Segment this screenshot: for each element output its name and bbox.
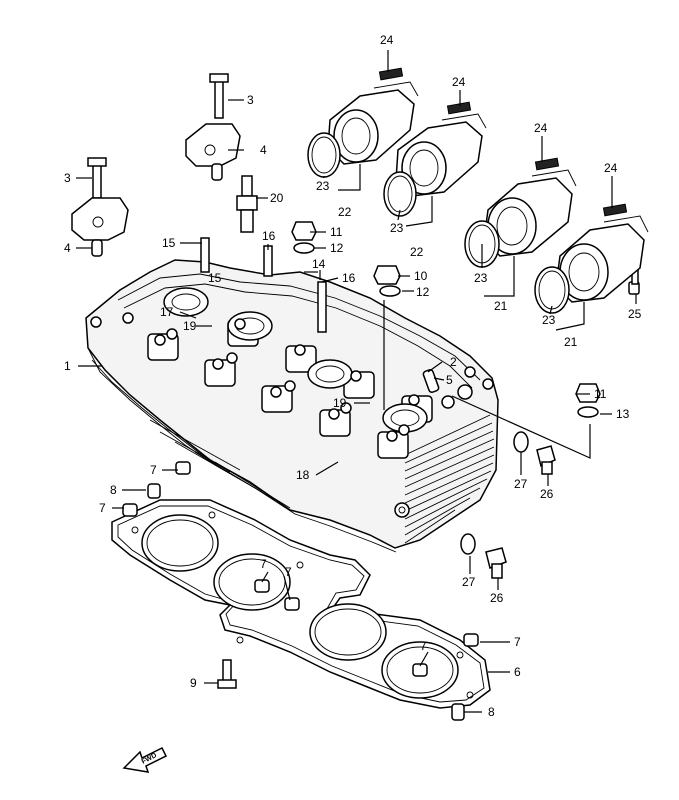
dowel-pins: [122, 461, 479, 721]
callout-11: 11: [594, 387, 607, 401]
callout-7: 7: [285, 565, 292, 579]
stud-16b: [317, 281, 327, 333]
stud-15: [200, 237, 210, 273]
intake-pipe-4: [534, 203, 649, 314]
callout-21: 21: [494, 299, 508, 313]
callout-7: 7: [150, 463, 157, 477]
callout-14: 14: [312, 257, 326, 271]
head-bolts: [90, 312, 494, 442]
callout-26: 26: [490, 591, 504, 605]
callout-3: 3: [64, 171, 71, 185]
callout-10: 10: [414, 269, 428, 283]
callout-1: 1: [64, 359, 71, 373]
leader-lines: [76, 50, 637, 713]
callout-15: 15: [162, 236, 176, 250]
cap-nut-10: [373, 265, 401, 297]
callout-24: 24: [534, 121, 548, 135]
head-gasket: [111, 499, 491, 709]
callout-7: 7: [99, 501, 106, 515]
callout-4: 4: [64, 241, 71, 255]
screw-25: [628, 269, 640, 295]
callout-6: 6: [514, 665, 521, 679]
callout-19: 19: [333, 396, 347, 410]
callout-4: 4: [260, 143, 267, 157]
callout-7: 7: [420, 639, 427, 653]
intake-ports: [394, 384, 473, 518]
callout-20: 20: [270, 191, 284, 205]
callout-22: 22: [338, 205, 352, 219]
callout-23: 23: [390, 221, 404, 235]
callout-9: 9: [190, 676, 197, 690]
bolt-9: [217, 659, 237, 689]
intake-pipe-2: [383, 101, 487, 217]
plug-wells: [163, 287, 428, 433]
callout-8: 8: [110, 483, 117, 497]
callout-16: 16: [262, 229, 276, 243]
callout-15: 15: [208, 271, 222, 285]
callout-13: 13: [616, 407, 630, 421]
plug-26-upper: [513, 431, 556, 475]
callout-12: 12: [416, 285, 430, 299]
callout-23: 23: [316, 179, 330, 193]
plug-26-lower: [460, 533, 507, 579]
callout-2: 2: [450, 355, 457, 369]
callout-24: 24: [604, 161, 618, 175]
callout-3: 3: [247, 93, 254, 107]
callout-19: 19: [183, 319, 197, 333]
stud-16: [263, 245, 273, 277]
nut-washer-11-12: [291, 221, 317, 254]
side-fins: [149, 419, 291, 509]
callout-numbers: 1 2 3 3 4 4 5 6 7 7 7 7 7 7 8 8 9 10 11 …: [64, 33, 642, 719]
cooling-fins: [404, 414, 495, 544]
callout-16: 16: [342, 271, 356, 285]
callout-21: 21: [564, 335, 578, 349]
callout-17: 17: [160, 305, 174, 319]
cylinder-head: [85, 259, 499, 553]
callout-5: 5: [446, 373, 453, 387]
callout-7: 7: [514, 635, 521, 649]
cam-holder-upper: [185, 73, 241, 181]
callout-24: 24: [452, 75, 466, 89]
callout-11: 11: [330, 225, 343, 239]
callout-22: 22: [410, 245, 424, 259]
callout-24: 24: [380, 33, 394, 47]
callout-23: 23: [542, 313, 556, 327]
callout-8: 8: [488, 705, 495, 719]
callout-27: 27: [462, 575, 476, 589]
spark-plug: [236, 175, 258, 233]
callout-12: 12: [330, 241, 344, 255]
callout-27: 27: [514, 477, 528, 491]
fwd-arrow: FWD: [122, 746, 168, 773]
nut-washer-11-13: [575, 383, 601, 418]
callout-23: 23: [474, 271, 488, 285]
callout-7: 7: [260, 557, 267, 571]
callout-26: 26: [540, 487, 554, 501]
callout-25: 25: [628, 307, 642, 321]
callout-18: 18: [296, 468, 310, 482]
cam-holder-lower: [71, 157, 129, 257]
